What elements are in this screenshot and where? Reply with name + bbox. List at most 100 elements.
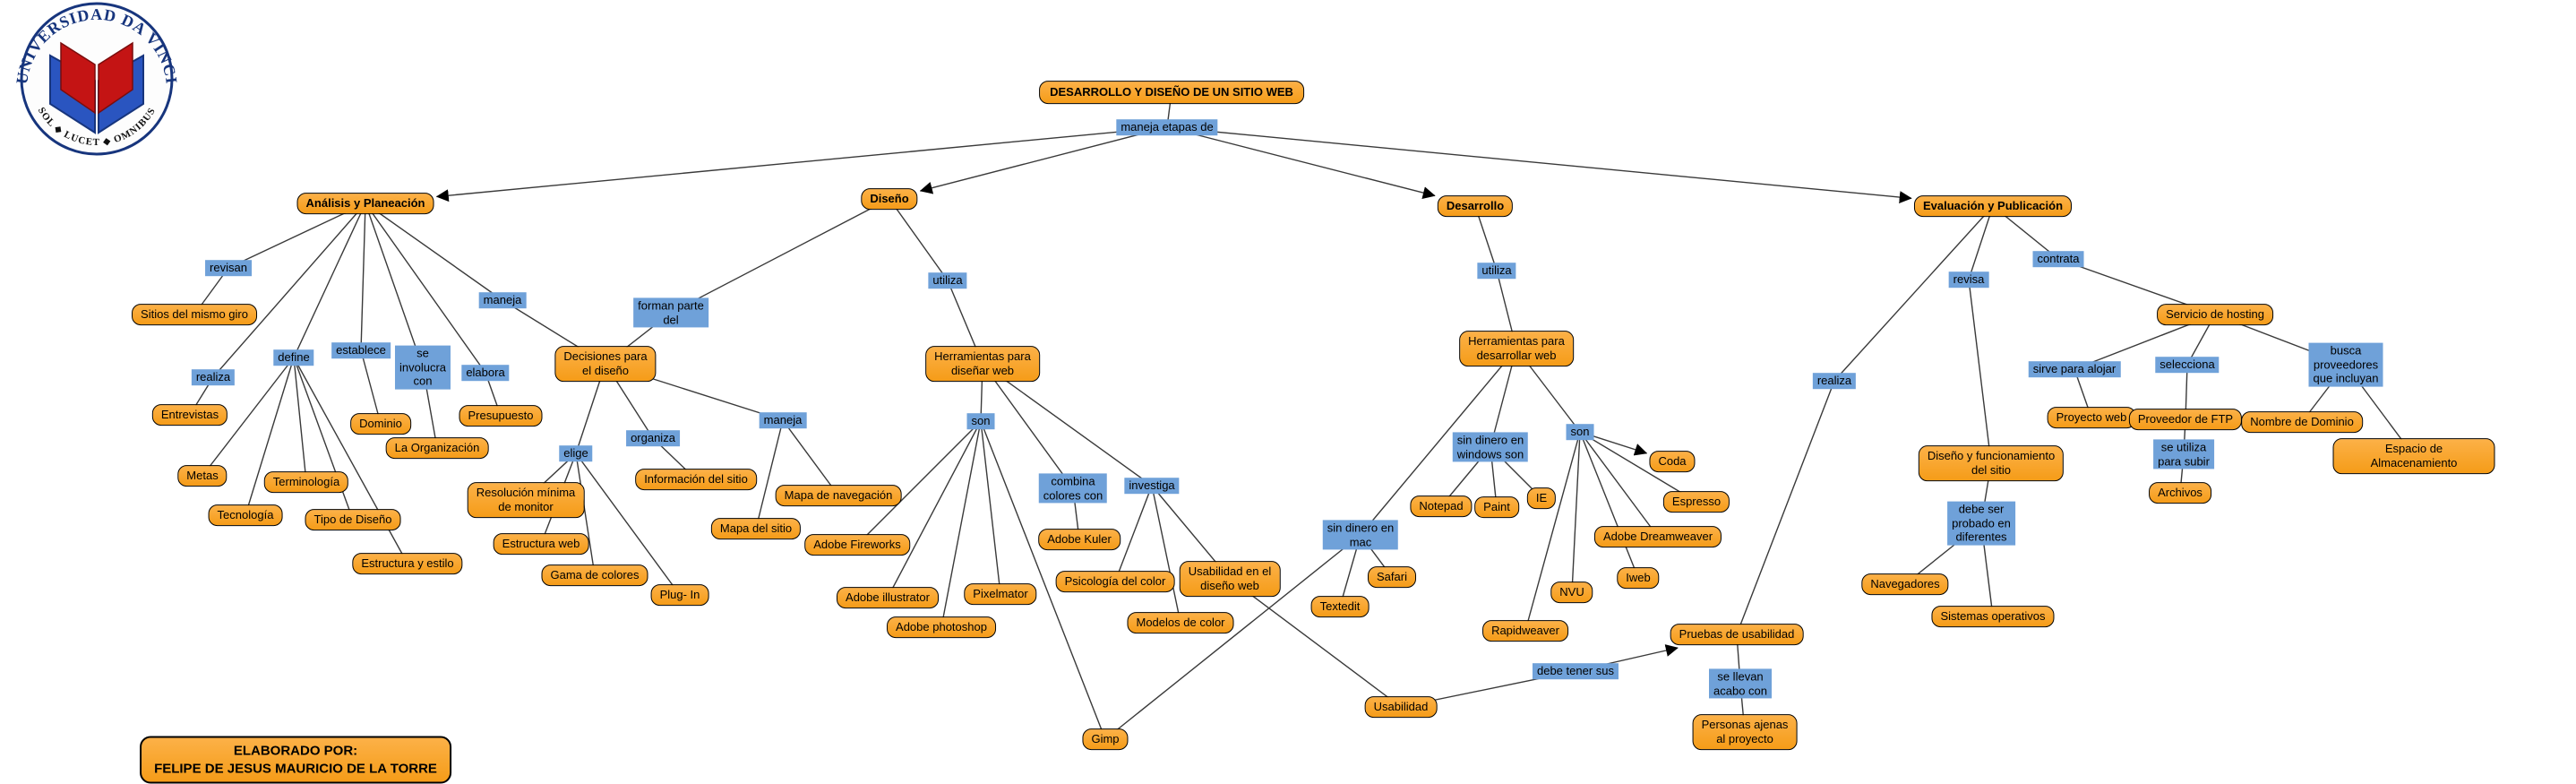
node-revisan[interactable]: revisan (205, 260, 252, 276)
node-coda[interactable]: Coda (1649, 451, 1696, 472)
node-plug-in[interactable]: Plug- In (650, 584, 709, 606)
node-sin-dinero-mac[interactable]: sin dinero en mac (1322, 520, 1399, 550)
node-modelos-color[interactable]: Modelos de color (1127, 612, 1234, 633)
node-estructura-web[interactable]: Estructura web (493, 533, 589, 555)
node-combina-colores[interactable]: combina colores con (1038, 473, 1108, 504)
node-desarrollo[interactable]: Desarrollo (1437, 195, 1514, 217)
node-adobe-kuler[interactable]: Adobe Kuler (1038, 529, 1121, 550)
node-se-llevan[interactable]: se llevan acabo con (1709, 668, 1772, 699)
node-debe-ser-probado[interactable]: debe ser probado en diferentes (1947, 501, 2015, 546)
node-sistemas-operativos[interactable]: Sistemas operativos (1931, 606, 2055, 627)
node-author-box[interactable]: ELABORADO POR: FELIPE DE JESUS MAURICIO … (140, 736, 451, 784)
node-pruebas[interactable]: Pruebas de usabilidad (1670, 624, 1804, 645)
node-gimp[interactable]: Gimp (1082, 728, 1129, 750)
node-herr-diseno[interactable]: Herramientas para diseñar web (925, 346, 1040, 382)
node-establece[interactable]: establece (331, 342, 391, 358)
node-investiga[interactable]: investiga (1124, 478, 1180, 494)
node-debe-tener[interactable]: debe tener sus (1532, 663, 1619, 679)
node-realiza-1[interactable]: realiza (191, 369, 236, 385)
node-espacio-almacenamiento[interactable]: Espacio de Almacenamiento (2332, 438, 2495, 474)
node-son-2[interactable]: son (1566, 424, 1594, 440)
edge-son-2--rapidweaver (1524, 431, 1581, 632)
node-entrevistas[interactable]: Entrevistas (151, 404, 228, 426)
node-usabilidad[interactable]: Usabilidad (1364, 696, 1438, 718)
node-forman-parte[interactable]: forman parte del (633, 297, 708, 328)
node-sirve-alojar[interactable]: sirve para alojar (2028, 361, 2121, 377)
node-proyecto-web[interactable]: Proyecto web (2047, 407, 2136, 428)
node-organiza[interactable]: organiza (626, 430, 680, 446)
node-archivos[interactable]: Archivos (2149, 482, 2211, 504)
node-sin-dinero-windows[interactable]: sin dinero en windows son (1452, 432, 1529, 462)
node-selecciona[interactable]: selecciona (2155, 357, 2220, 373)
node-realiza-2[interactable]: realiza (1812, 373, 1857, 389)
edge-evaluacion--revisa (1968, 205, 1994, 280)
node-psicologia-color[interactable]: Psicología del color (1055, 571, 1175, 592)
node-son-1[interactable]: son (966, 413, 995, 429)
node-dreamweaver[interactable]: Adobe Dreamweaver (1593, 526, 1722, 547)
node-dominio[interactable]: Dominio (350, 413, 411, 435)
node-contrata[interactable]: contrata (2032, 251, 2084, 267)
node-gama-colores[interactable]: Gama de colores (541, 564, 648, 586)
node-revisa[interactable]: revisa (1948, 271, 1989, 288)
node-maneja-etapas[interactable]: maneja etapas de (1116, 119, 1218, 135)
node-resolucion[interactable]: Resolución mínima de monitor (467, 482, 585, 518)
node-la-organizacion[interactable]: La Organización (385, 437, 489, 459)
node-decisiones[interactable]: Decisiones para el diseño (554, 346, 657, 382)
node-navegadores[interactable]: Navegadores (1861, 573, 1949, 595)
node-elabora[interactable]: elabora (461, 365, 510, 381)
node-textedit[interactable]: Textedit (1310, 596, 1370, 617)
edge-analisis--realiza-1 (212, 202, 366, 378)
node-define[interactable]: define (273, 349, 314, 366)
node-metas[interactable]: Metas (177, 465, 228, 487)
edge-son-1--pixelmator (980, 420, 1001, 595)
node-rapidweaver[interactable]: Rapidweaver (1482, 620, 1568, 642)
node-diseno-funcionamiento[interactable]: Diseño y funcionamiento del sitio (1918, 445, 2065, 481)
edge-son-2--nvu (1571, 431, 1581, 593)
node-adobe-fireworks[interactable]: Adobe Fireworks (804, 534, 910, 556)
node-utiliza-2[interactable]: utiliza (1477, 263, 1516, 279)
node-servicio-hosting[interactable]: Servicio de hosting (2157, 304, 2273, 325)
node-proveedor-ftp[interactable]: Proveedor de FTP (2128, 409, 2243, 430)
edge-son-2--dreamweaver (1579, 431, 1659, 538)
node-adobe-illustrator[interactable]: Adobe illustrator (837, 587, 939, 608)
node-iweb[interactable]: Iweb (1617, 567, 1660, 589)
node-se-utiliza-subir[interactable]: se utiliza para subir (2153, 439, 2214, 470)
node-se-involucra[interactable]: se involucra con (394, 345, 451, 390)
node-evaluacion[interactable]: Evaluación y Publicación (1913, 195, 2073, 217)
node-pixelmator[interactable]: Pixelmator (964, 583, 1037, 605)
node-terminologia[interactable]: Terminología (263, 471, 349, 493)
node-espresso[interactable]: Espresso (1662, 491, 1730, 513)
node-adobe-photoshop[interactable]: Adobe photoshop (887, 616, 996, 638)
edge-analisis--se-involucra (365, 202, 424, 368)
node-nombre-dominio[interactable]: Nombre de Dominio (2241, 411, 2363, 433)
node-tecnologia[interactable]: Tecnología (208, 504, 283, 526)
node-title[interactable]: DESARROLLO Y DISEÑO DE UN SITIO WEB (1039, 81, 1304, 104)
node-diseno[interactable]: Diseño (861, 188, 918, 210)
node-analisis[interactable]: Análisis y Planeación (296, 193, 434, 214)
node-herr-desarrollo[interactable]: Herramientas para desarrollar web (1459, 331, 1574, 366)
node-utiliza-1[interactable]: utiliza (928, 272, 967, 289)
node-sitios-giro[interactable]: Sitios del mismo giro (132, 304, 257, 325)
university-logo: UNIVERSIDAD DA VINCI SOL ◆ LUCET ◆ OMNIB… (13, 2, 180, 156)
node-safari[interactable]: Safari (1368, 566, 1416, 588)
edge-establece--dominio (360, 349, 382, 425)
node-ie[interactable]: IE (1526, 487, 1557, 509)
node-elige[interactable]: elige (559, 445, 593, 461)
node-notepad[interactable]: Notepad (1410, 495, 1473, 517)
node-mapa-sitio[interactable]: Mapa del sitio (710, 518, 802, 539)
node-tipo-diseno[interactable]: Tipo de Diseño (305, 509, 401, 530)
node-presupuesto[interactable]: Presupuesto (459, 405, 543, 426)
node-personas[interactable]: Personas ajenas al proyecto (1692, 714, 1798, 750)
node-maneja-1[interactable]: maneja (478, 292, 527, 308)
node-usabilidad-dw[interactable]: Usabilidad en el diseño web (1179, 561, 1281, 597)
node-nvu[interactable]: NVU (1550, 582, 1593, 603)
node-estructura-estilo[interactable]: Estructura y estilo (352, 553, 463, 574)
node-informacion-sitio[interactable]: Información del sitio (635, 469, 757, 490)
node-maneja-2[interactable]: maneja (759, 412, 807, 428)
edge-define--metas (202, 357, 295, 477)
node-mapa-navegacion[interactable]: Mapa de navegación (775, 485, 902, 506)
edge-diseno--utiliza-1 (889, 198, 949, 281)
edge-son-1--adobe-photoshop (940, 420, 982, 628)
node-busca-proveedores[interactable]: busca proveedores que incluyan (2308, 342, 2383, 387)
node-paint[interactable]: Paint (1474, 496, 1519, 518)
